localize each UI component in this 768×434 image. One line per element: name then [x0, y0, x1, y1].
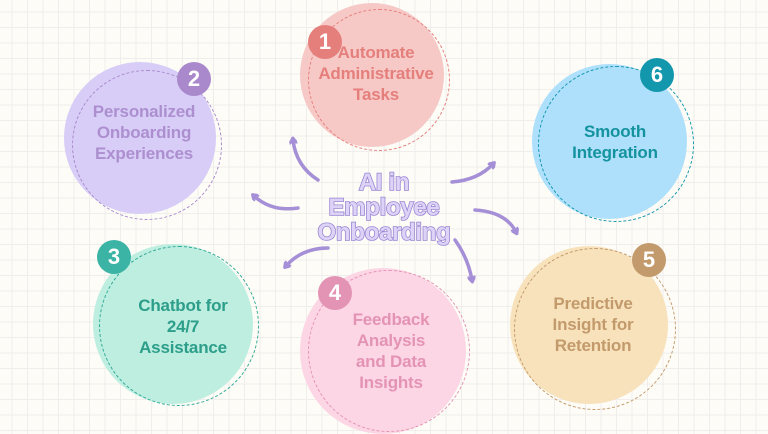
node-predictive-insight: Predictive Insight for Retention 5 — [510, 240, 682, 412]
node-number-badge: 2 — [177, 62, 211, 96]
node-dashed-ring — [514, 248, 676, 410]
node-feedback-analysis: Feedback Analysis and Data Insights 4 — [300, 268, 472, 434]
node-dashed-ring — [99, 246, 259, 406]
node-automate-administrative-tasks: Automate Administrative Tasks 1 — [300, 3, 450, 153]
node-dashed-ring — [72, 70, 222, 220]
node-number-badge: 5 — [632, 243, 666, 277]
node-label: Chatbot for 24/7 Assistance — [138, 295, 228, 357]
node-number-badge: 4 — [318, 276, 352, 310]
arrow-to-node-1 — [293, 140, 320, 182]
node-label: Feedback Analysis and Data Insights — [352, 310, 430, 392]
arrow-to-node-2 — [254, 196, 300, 211]
node-label: Smooth Integration — [572, 122, 658, 162]
node-dashed-ring — [308, 9, 450, 151]
arrow-to-node-3 — [286, 246, 330, 266]
arrow-to-node-4 — [453, 238, 472, 280]
arrow-to-node-6 — [450, 164, 493, 184]
node-dashed-ring — [538, 66, 694, 222]
node-label: Automate Administrative Tasks — [318, 42, 434, 104]
node-number-badge: 6 — [640, 58, 674, 92]
node-label: Predictive Insight for Retention — [552, 293, 634, 355]
node-personalized-onboarding: Personalized Onboarding Experiences 2 — [64, 62, 236, 222]
node-number-badge: 1 — [308, 25, 342, 59]
node-label: Personalized Onboarding Experiences — [92, 101, 196, 163]
central-title: AI in Employee Onboarding — [317, 169, 452, 246]
node-smooth-integration: Smooth Integration 6 — [532, 58, 704, 224]
node-number-badge: 3 — [97, 240, 131, 274]
node-chatbot-assistance: Chatbot for 24/7 Assistance 3 — [93, 240, 265, 412]
arrow-to-node-5 — [473, 208, 516, 232]
